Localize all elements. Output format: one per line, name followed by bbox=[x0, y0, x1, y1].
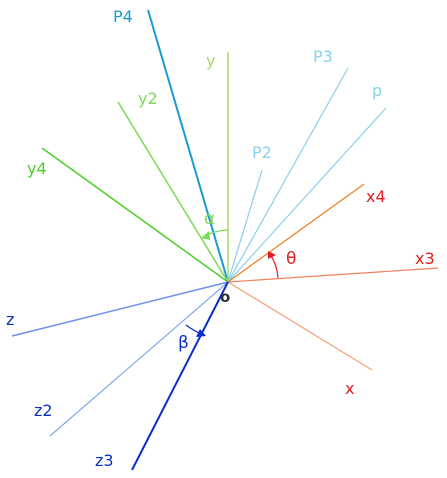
label-z2: z2 bbox=[34, 401, 53, 420]
label-x4: x4 bbox=[366, 187, 386, 206]
label-P4: P4 bbox=[113, 7, 133, 26]
axis-line-z3 bbox=[131, 281, 229, 471]
axis-line-z bbox=[11, 281, 229, 337]
axis-line-y4 bbox=[41, 147, 229, 283]
label-theta: θ bbox=[286, 249, 296, 269]
theta-arc bbox=[269, 253, 279, 279]
axis-line-P2 bbox=[227, 169, 263, 283]
label-x3: x3 bbox=[415, 249, 435, 268]
axis-line-x3 bbox=[227, 267, 439, 283]
label-z3: z3 bbox=[95, 451, 114, 470]
label-y4: y4 bbox=[27, 159, 47, 178]
label-P3: P3 bbox=[313, 47, 333, 66]
label-P2: P2 bbox=[252, 143, 272, 162]
label-alpha: α bbox=[204, 209, 215, 229]
label-y: y bbox=[206, 51, 215, 70]
axis-line-z2 bbox=[49, 281, 229, 437]
axis-line-P4 bbox=[147, 9, 229, 283]
label-z: z bbox=[6, 310, 14, 329]
label-beta: β bbox=[178, 333, 189, 353]
alpha-arrowhead bbox=[201, 231, 210, 240]
axis-line-p bbox=[227, 107, 387, 283]
axis-line-x4 bbox=[227, 183, 365, 283]
axis-lines bbox=[11, 9, 439, 471]
theta-arrowhead bbox=[268, 251, 276, 259]
axis-labels: P4 y y2 y4 P3 p P2 x4 x3 x z z2 z3 bbox=[6, 7, 435, 470]
angle-labels: α β θ bbox=[178, 209, 296, 353]
axis-line-P3 bbox=[227, 67, 349, 283]
axis-line-x bbox=[227, 281, 373, 371]
angle-arcs bbox=[185, 229, 279, 337]
label-y2: y2 bbox=[138, 89, 158, 108]
axis-line-y2 bbox=[117, 101, 229, 283]
label-p: p bbox=[372, 81, 382, 100]
origin-label: o bbox=[220, 288, 230, 306]
label-x: x bbox=[345, 379, 354, 398]
beta-arrowhead bbox=[196, 329, 206, 337]
